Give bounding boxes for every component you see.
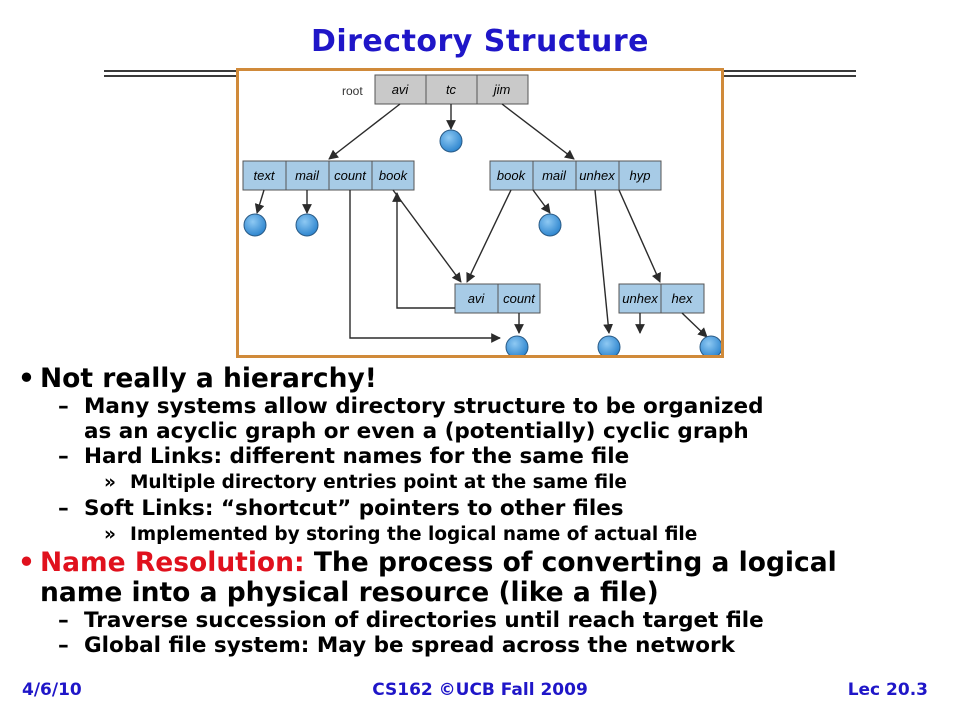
sub-sub-bullet-soft-links: » Implemented by storing the logical nam…: [18, 521, 948, 548]
bullet-marker: •: [18, 363, 35, 394]
left-entry-book: book: [379, 168, 409, 183]
right-entry-mail: mail: [542, 168, 567, 183]
right-entry-book: book: [497, 168, 527, 183]
directory-graph-svg: root avi tc jim text mail count book: [242, 74, 721, 355]
raquo-marker: »: [104, 472, 116, 493]
file-node-text: [243, 213, 267, 237]
lower-left-entry-count: count: [503, 291, 536, 306]
sub-sub-bullet-hard-links: » Multiple directory entries point at th…: [18, 469, 948, 496]
left-entry-count: count: [334, 168, 367, 183]
lower-right-entry-unhex: unhex: [622, 291, 658, 306]
file-node-count: [505, 335, 529, 355]
right-entry-unhex: unhex: [579, 168, 615, 183]
sub-bullet-text: as an acyclic graph or even a (potential…: [84, 419, 749, 444]
lower-left-entry-avi: avi: [468, 291, 486, 306]
bullet-text: The process of converting a logical: [304, 547, 837, 578]
sub-sub-bullet-text: Multiple directory entries point at the …: [130, 472, 627, 493]
file-node-unhex: [597, 335, 621, 355]
sub-bullet-text: Global file system: May be spread across…: [84, 633, 735, 658]
left-entry-text: text: [254, 168, 276, 183]
sub-bullet-hard-links: – Hard Links: different names for the sa…: [18, 444, 948, 469]
dash-marker: –: [58, 633, 69, 658]
bullet-text: name into a physical resource (like a fi…: [40, 577, 659, 608]
sub-bullet-acyclic-cont: as an acyclic graph or even a (potential…: [18, 419, 948, 444]
sub-sub-bullet-text: Implemented by storing the logical name …: [130, 524, 698, 545]
file-node-jim-mail: [538, 213, 562, 237]
bullet-name-resolution-cont: name into a physical resource (like a fi…: [18, 578, 948, 608]
sub-bullet-text: Many systems allow directory structure t…: [84, 394, 764, 419]
bullet-marker: •: [18, 547, 35, 578]
lower-right-entry-hex: hex: [672, 291, 693, 306]
sub-bullet-global-fs: – Global file system: May be spread acro…: [18, 633, 948, 658]
dash-marker: –: [58, 496, 69, 521]
bullet-list: • Not really a hierarchy! – Many systems…: [18, 364, 948, 659]
lower-left-directory: avi count: [454, 283, 541, 314]
sub-bullet-text: Traverse succession of directories until…: [84, 608, 764, 633]
root-label: root: [342, 84, 363, 98]
file-node-hex: [699, 335, 721, 355]
graph-edges: [254, 103, 708, 343]
root-entry-tc: tc: [446, 82, 457, 97]
left-directory: text mail count book: [242, 160, 415, 191]
file-node-mail: [295, 213, 319, 237]
dash-marker: –: [58, 394, 69, 419]
footer-lecture: Lec 20.3: [847, 680, 928, 700]
bullet-name-resolution: • Name Resolution: The process of conver…: [18, 548, 948, 578]
left-entry-mail: mail: [295, 168, 320, 183]
slide-title: Directory Structure: [310, 24, 650, 59]
sub-bullet-traverse: – Traverse succession of directories unt…: [18, 608, 948, 633]
right-entry-hyp: hyp: [630, 168, 651, 183]
dash-marker: –: [58, 608, 69, 633]
bullet-text: Not really a hierarchy!: [40, 363, 377, 394]
emphasis-term: Name Resolution:: [40, 547, 305, 578]
directory-graph-diagram: root avi tc jim text mail count book: [236, 68, 724, 358]
footer-date: 4/6/10: [22, 680, 82, 700]
root-directory: avi tc jim: [374, 74, 529, 105]
sub-bullet-acyclic: – Many systems allow directory structure…: [18, 394, 948, 419]
right-directory: book mail unhex hyp: [489, 160, 662, 191]
root-entry-avi: avi: [392, 82, 410, 97]
footer-course: CS162 ©UCB Fall 2009: [372, 680, 588, 700]
dash-marker: –: [58, 444, 69, 469]
sub-bullet-text: Soft Links: “shortcut” pointers to other…: [84, 496, 624, 521]
bullet-hierarchy: • Not really a hierarchy!: [18, 364, 948, 394]
raquo-marker: »: [104, 524, 116, 545]
sub-bullet-text: Hard Links: different names for the same…: [84, 444, 630, 469]
lower-right-directory: unhex hex: [618, 283, 705, 314]
sub-bullet-soft-links: – Soft Links: “shortcut” pointers to oth…: [18, 496, 948, 521]
file-node-tc: [439, 129, 463, 153]
file-nodes: [243, 129, 721, 355]
root-entry-jim: jim: [492, 82, 511, 97]
